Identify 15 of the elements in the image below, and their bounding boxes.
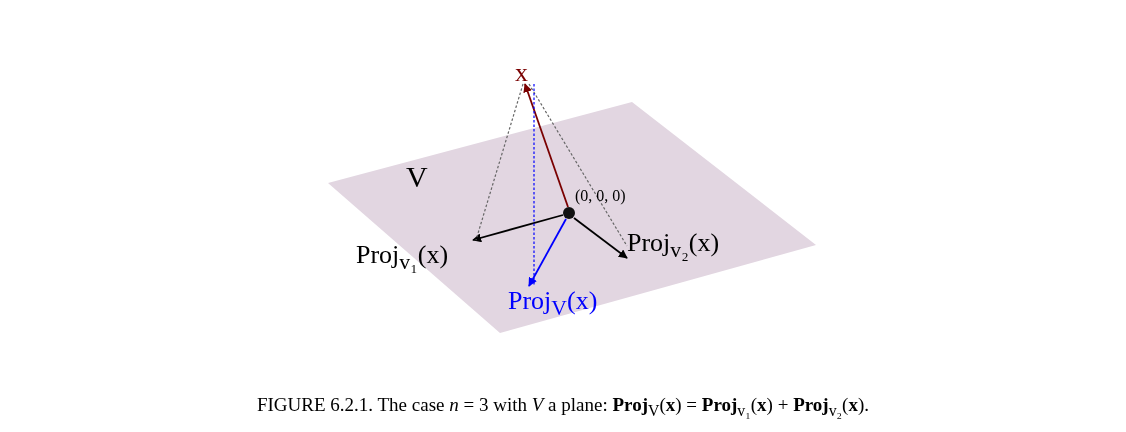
projection-label: Proj$_{V}$(x) bbox=[508, 286, 626, 318]
dotted-line bbox=[475, 83, 524, 241]
coordinate-label: (0, 0, 0) bbox=[575, 187, 626, 205]
plane-label: V bbox=[406, 162, 428, 192]
arrow bbox=[528, 218, 567, 287]
arrow bbox=[573, 217, 628, 259]
dotted-line bbox=[528, 83, 628, 247]
projection-label: Proj$_{v₂}$(x) bbox=[627, 228, 751, 260]
plane bbox=[328, 102, 816, 333]
vector-label: x bbox=[515, 58, 535, 84]
arrow bbox=[523, 83, 569, 208]
dotted-line bbox=[533, 83, 535, 287]
projection-label: Proj$_{v₁}$(x) bbox=[356, 240, 474, 272]
figure-caption: FIGURE 6.2.1. The case n = 3 with V a plane: Proj$_{V}$(x) = Proj$_{v₁}$(x) + Proj$_{v₂}$(x). bbox=[255, 394, 870, 420]
arrow bbox=[472, 214, 564, 243]
